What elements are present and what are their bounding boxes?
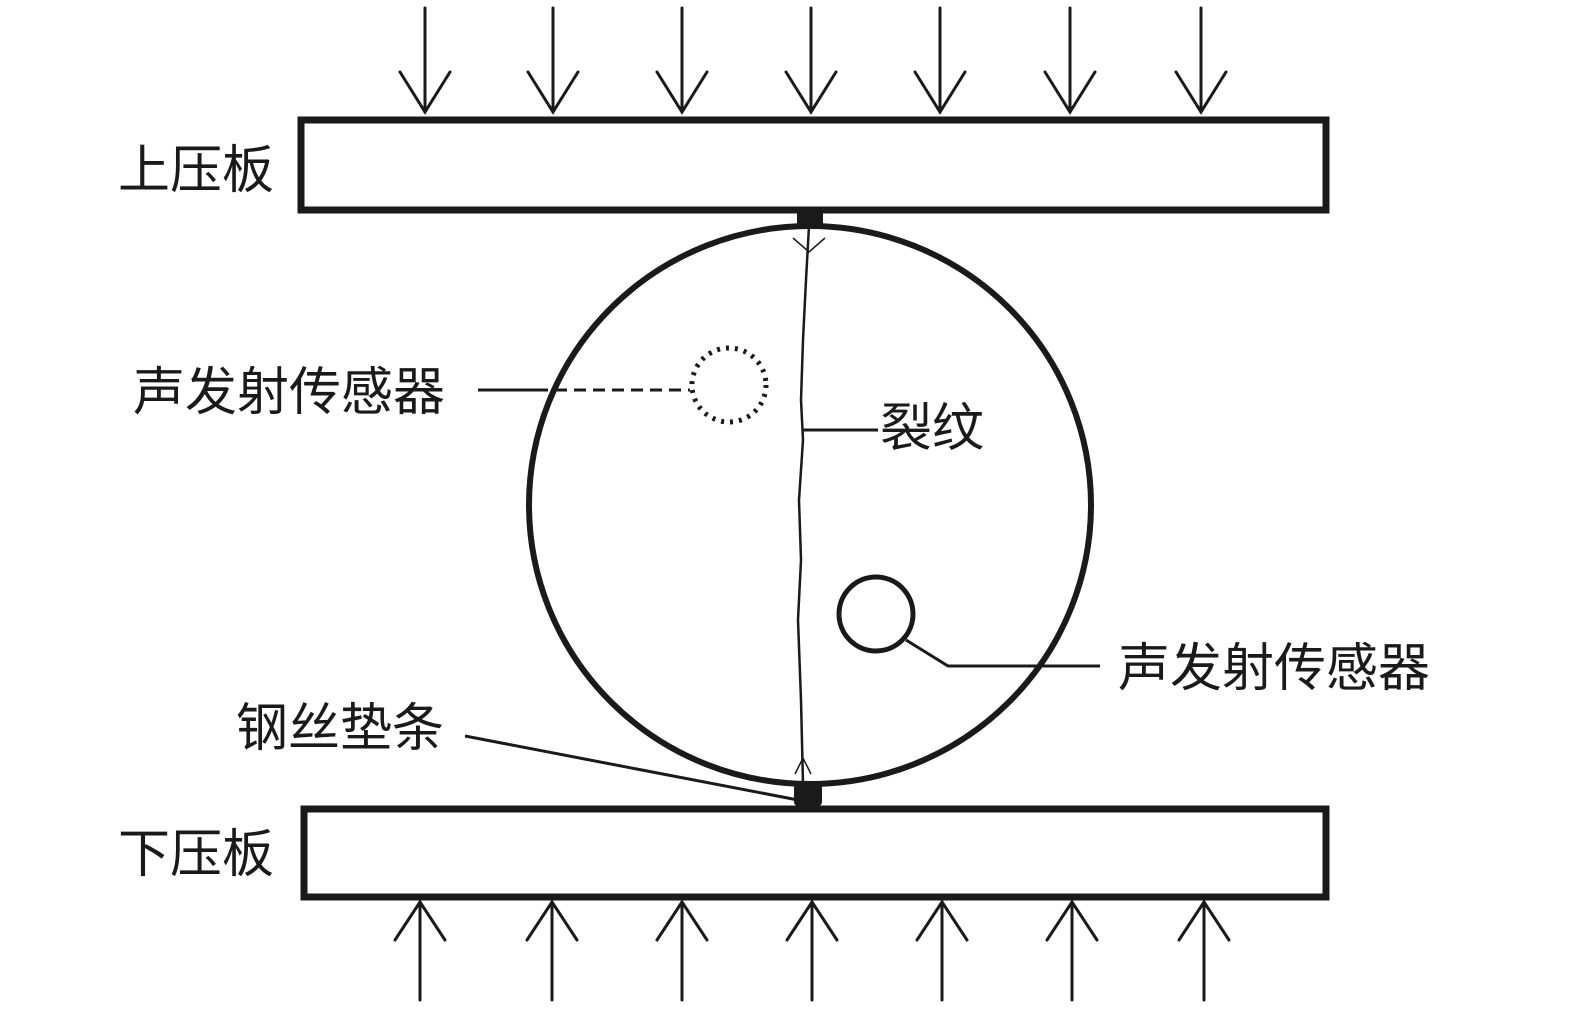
upper-plate-label: 上压板 <box>118 141 274 201</box>
steel-wire-strip-label: 钢丝垫条 <box>236 699 444 759</box>
acoustic-sensor-back <box>689 345 769 425</box>
lower-plate-label: 下压板 <box>118 825 274 885</box>
bottom-arrow <box>525 899 579 1002</box>
lower-plate <box>300 805 1330 901</box>
top-arrow <box>398 6 452 115</box>
top-arrow <box>784 6 838 115</box>
sensor-back-label: 声发射传感器 <box>133 363 445 423</box>
bottom-arrow <box>1177 899 1231 1002</box>
top-load-arrows <box>398 6 1228 115</box>
crack-tip-top <box>792 237 826 253</box>
lower-steel-wire-strip <box>794 784 822 806</box>
upper-plate <box>297 116 1330 214</box>
upper-steel-wire-strip <box>797 210 823 226</box>
top-arrow <box>913 6 967 115</box>
crack-line <box>796 225 811 785</box>
top-arrow <box>1043 6 1097 115</box>
bottom-arrow <box>1045 899 1099 1002</box>
crack-label: 裂纹 <box>880 399 984 459</box>
top-arrow <box>655 6 709 115</box>
top-arrow <box>526 6 580 115</box>
sensor-front-label: 声发射传感器 <box>1118 639 1430 699</box>
bottom-arrow <box>655 899 709 1002</box>
bottom-arrow <box>785 899 839 1002</box>
crack-tip-bottom <box>794 756 812 775</box>
rock-disc <box>526 223 1094 787</box>
bottom-arrow <box>393 899 447 1002</box>
acoustic-sensor-front <box>836 574 916 654</box>
steel-wire-strip-leader <box>464 734 799 802</box>
top-arrow <box>1174 6 1228 115</box>
bottom-load-arrows <box>393 899 1231 1002</box>
sensor-front-leader <box>905 638 1100 668</box>
bottom-arrow <box>915 899 969 1002</box>
